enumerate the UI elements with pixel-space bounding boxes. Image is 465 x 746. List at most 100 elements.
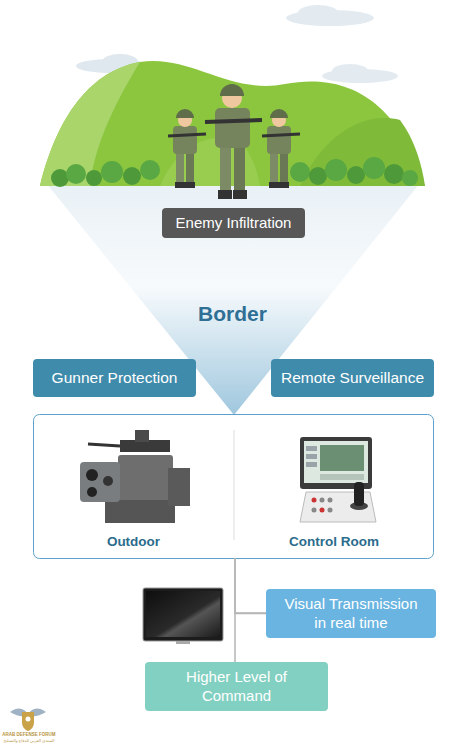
node-text: Control Room	[289, 534, 379, 550]
control-console-part	[306, 454, 317, 459]
system-container-part	[234, 430, 235, 540]
monitor-icon-part	[146, 591, 220, 637]
bushes-part	[101, 161, 123, 183]
connector-line	[234, 558, 236, 662]
monitor-icon	[143, 588, 223, 644]
weapon-station-part	[80, 462, 120, 502]
monitor-icon-part	[176, 641, 190, 644]
control-console-part	[320, 508, 325, 513]
soldier-right	[262, 109, 300, 188]
soldier-right-part	[267, 126, 291, 154]
soldier-center-part	[218, 190, 232, 199]
control-console-part	[300, 492, 376, 522]
soldier-center-part	[205, 120, 262, 122]
weapon-station-part	[88, 444, 120, 446]
system-container-part	[34, 415, 434, 559]
control-console-part	[320, 445, 364, 471]
weapon-station-part	[87, 487, 97, 497]
equipment-panel: Control Room	[235, 415, 433, 558]
soldier-left-part	[186, 150, 194, 184]
bushes-part	[290, 162, 310, 182]
control-console-part	[304, 441, 368, 483]
node-text: Remote Surveillance	[281, 369, 424, 388]
soldier-left-part	[176, 150, 184, 184]
watermark-emblem-part	[22, 712, 34, 731]
node-text: Enemy Infiltration	[176, 214, 292, 232]
control-console-part	[312, 498, 317, 503]
connector-line	[235, 558, 266, 614]
transmission-box: Visual Transmission in real time	[266, 589, 436, 638]
hills	[40, 61, 425, 186]
soldier-right-part	[280, 150, 288, 184]
control-console-part	[306, 462, 317, 467]
soldier-right-part	[270, 150, 278, 184]
soldier-center-part	[233, 190, 247, 199]
soldier-right-part	[262, 134, 300, 136]
control-console-part	[320, 498, 325, 503]
watermark-emblem-part	[26, 717, 31, 722]
soldier-left	[168, 109, 206, 188]
bushes-part	[402, 170, 418, 186]
system-container	[34, 415, 434, 559]
bushes-part	[86, 170, 102, 186]
watermark: ARAB DEFENSE FORUM	[1, 732, 57, 737]
node-text: Gunner Protection	[52, 369, 178, 388]
monitor-icon-part	[143, 588, 223, 641]
soldier-right-part	[270, 109, 288, 118]
soldier-center	[205, 84, 262, 199]
node-text: Outdoor	[107, 534, 160, 550]
bushes-part	[123, 167, 141, 185]
control-console-part	[328, 508, 333, 513]
bushes-part	[140, 160, 160, 180]
equipment-panel: Outdoor	[34, 415, 233, 558]
node-text: Higher Level of Command	[175, 668, 298, 705]
weapon-station-part	[86, 469, 98, 481]
control-console-part	[320, 474, 364, 480]
soldier-center-part	[220, 84, 244, 96]
soldier-left-part	[176, 109, 194, 118]
weapon-station	[80, 430, 190, 523]
clouds-part	[332, 64, 368, 78]
node-text: Visual Transmission in real time	[278, 595, 424, 632]
branch-line	[235, 613, 266, 614]
bushes-part	[309, 167, 327, 185]
function-box: Gunner Protection	[33, 359, 196, 397]
watermark-emblem	[10, 708, 46, 731]
hills-part	[300, 118, 425, 186]
bushes-part	[66, 164, 86, 184]
control-console-part	[354, 482, 364, 506]
clouds-part	[298, 5, 338, 21]
soldier-left-part	[173, 126, 197, 154]
branch-line-part	[235, 612, 266, 614]
bushes-part	[347, 166, 365, 184]
function-box: Remote Surveillance	[271, 359, 434, 397]
weapon-station-part	[135, 430, 149, 442]
hills-part	[40, 61, 425, 186]
command-box: Higher Level of Command	[145, 662, 328, 711]
hills-part	[40, 62, 140, 186]
infiltration-box: Enemy Infiltration	[162, 208, 305, 238]
control-console-part	[312, 508, 317, 513]
soldier-right-part	[279, 182, 289, 188]
soldier-left-part	[175, 182, 185, 188]
soldier-center-part	[234, 144, 245, 194]
weapon-station-part	[103, 476, 113, 486]
soldier-right-part	[269, 182, 279, 188]
soldier-left-part	[168, 134, 206, 136]
control-console-part	[306, 446, 317, 451]
soldier-center-part	[215, 108, 250, 148]
bushes-part	[384, 164, 404, 184]
control-console-part	[328, 498, 333, 503]
weapon-station-part	[118, 455, 173, 500]
soldier-center-part	[220, 144, 231, 194]
border-label: Border	[0, 302, 465, 326]
control-console	[300, 437, 376, 522]
bushes-part	[363, 157, 385, 179]
bushes-part	[325, 159, 347, 181]
weapon-station-part	[168, 468, 190, 506]
soldier-left-part	[185, 182, 195, 188]
watermark: المنتدى العربي للدفاع والتسليح	[1, 738, 57, 743]
control-console-part	[300, 437, 372, 489]
